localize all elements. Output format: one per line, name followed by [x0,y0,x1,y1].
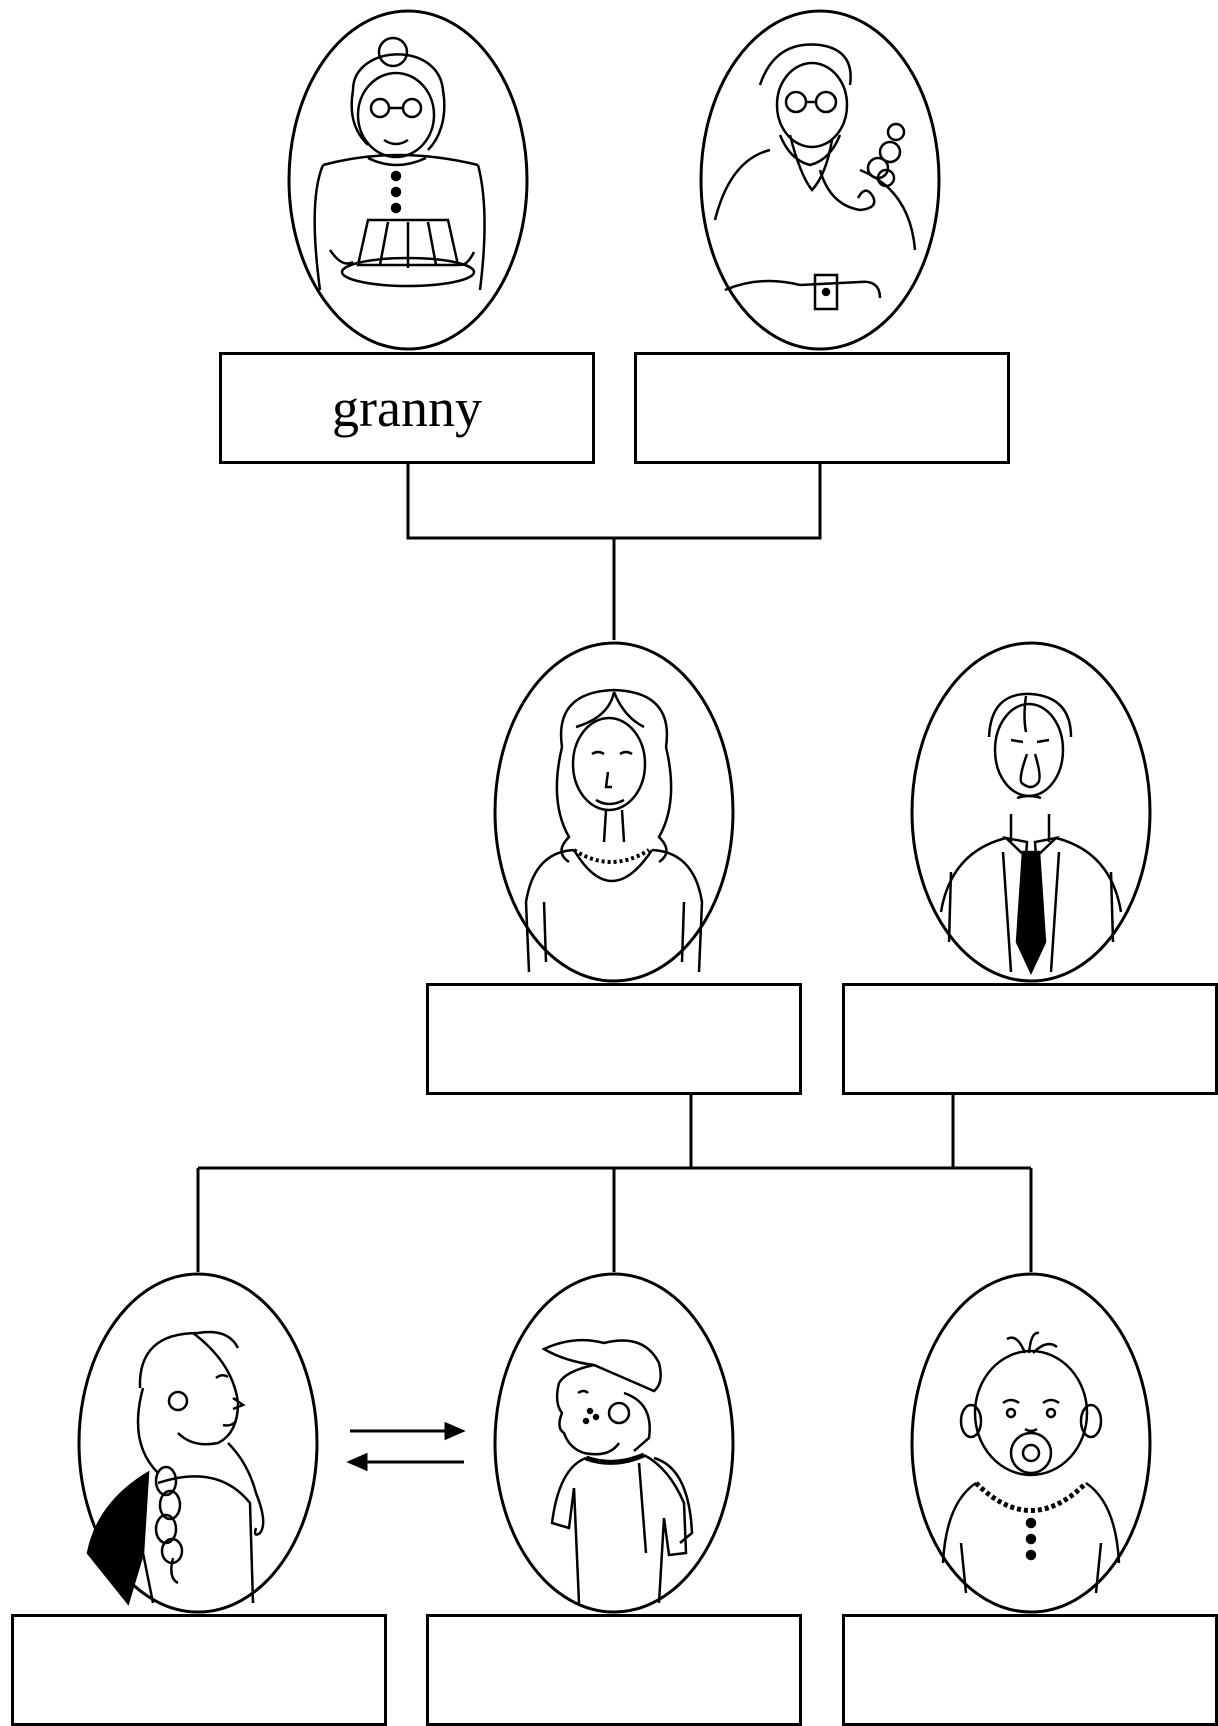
baby-portrait [910,1272,1152,1614]
father-icon [939,692,1123,975]
label-box-father[interactable] [842,983,1218,1095]
label-box-brother[interactable] [426,1614,802,1726]
girl-icon [86,1330,265,1606]
label-text-granny: granny [332,378,482,438]
label-box-granny[interactable]: granny [219,352,595,464]
baby-icon [941,1331,1121,1594]
mother-icon [524,688,704,973]
label-box-grandpa[interactable] [634,352,1010,464]
connector-grandparents [406,463,822,540]
grandfather-portrait [699,9,941,351]
boy-icon [541,1338,694,1604]
arrow-right-icon [444,1421,466,1441]
label-box-mother[interactable] [426,983,802,1095]
grandfather-icon [713,43,917,311]
connector-lines [196,463,1033,1272]
label-box-baby[interactable] [842,1614,1218,1726]
arrow-left-icon [346,1452,368,1472]
sibling-arrows [346,1421,466,1472]
grandmother-icon [313,36,486,291]
grandmother-portrait [287,9,529,351]
brother-portrait [493,1272,735,1614]
sister-portrait [77,1272,319,1614]
label-box-sister[interactable] [11,1614,387,1726]
father-portrait [910,641,1152,983]
mother-portrait [493,641,735,983]
